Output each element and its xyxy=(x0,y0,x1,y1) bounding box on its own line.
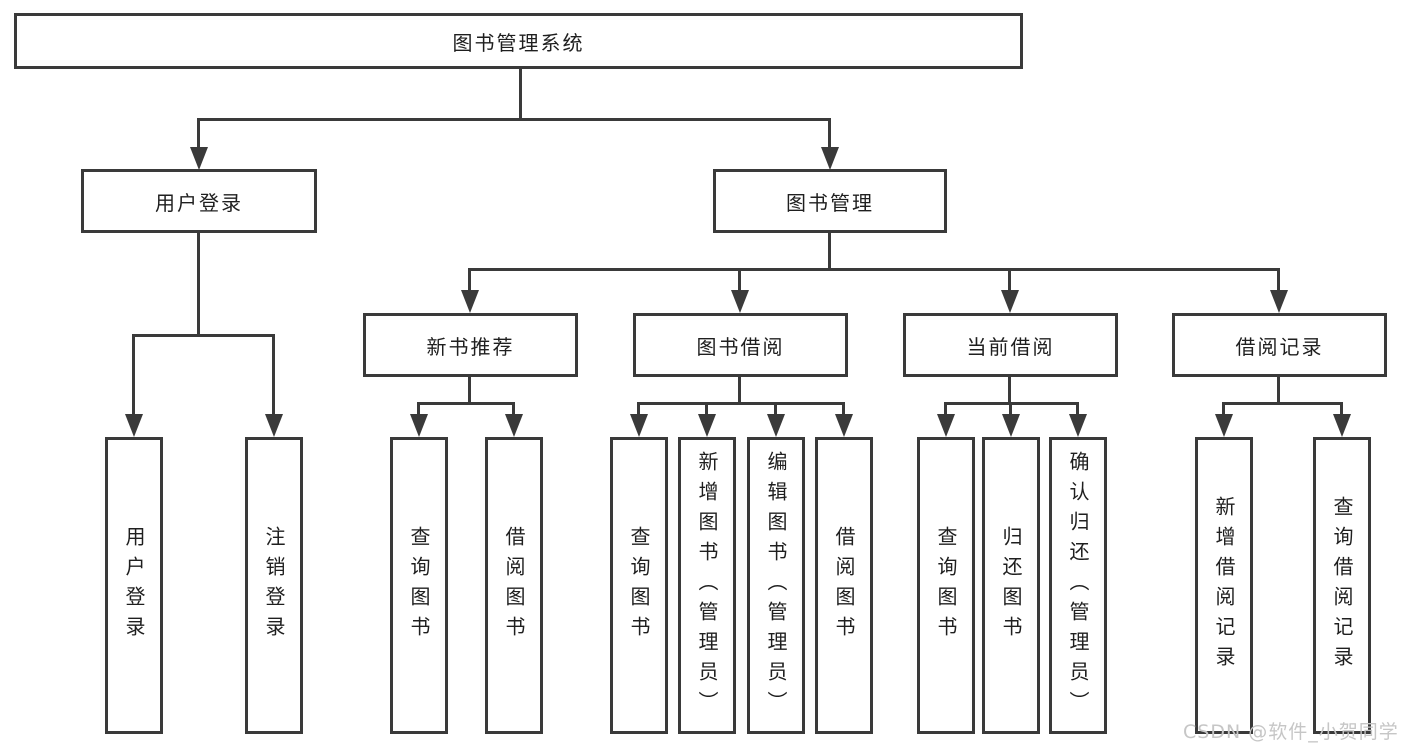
arrow-down-icon xyxy=(821,147,839,170)
arrow-down-icon xyxy=(410,414,428,437)
node-label: 新增图书（管理员） xyxy=(695,450,719,721)
connector-line xyxy=(1009,402,1012,417)
node-label: 查询图书 xyxy=(627,525,651,646)
connector-line xyxy=(828,233,831,271)
connector-line xyxy=(512,402,515,417)
arrow-down-icon xyxy=(1215,414,1233,437)
arrow-down-icon xyxy=(937,414,955,437)
node-label: 借阅记录 xyxy=(1235,334,1324,359)
node-label: 用户登录 xyxy=(122,525,146,646)
arrow-down-icon xyxy=(190,147,208,170)
arrow-down-icon xyxy=(1001,290,1019,313)
node-label: 归还图书 xyxy=(999,525,1023,646)
node-label: 新书推荐 xyxy=(426,334,515,359)
connector-line xyxy=(1277,377,1280,405)
node-label: 借阅图书 xyxy=(832,525,856,646)
node-label: 查询图书 xyxy=(934,525,958,646)
connector-line xyxy=(738,377,741,405)
leaf-borrow-books-nb: 借阅图书 xyxy=(485,437,543,734)
leaf-confirm-return-admin: 确认归还（管理员） xyxy=(1049,437,1107,734)
connector-line xyxy=(132,334,135,418)
node-label: 图书管理系统 xyxy=(452,30,585,55)
node-label: 编辑图书（管理员） xyxy=(764,450,788,721)
arrow-down-icon xyxy=(698,414,716,437)
connector-line xyxy=(637,402,845,405)
connector-line xyxy=(197,233,200,337)
connector-line xyxy=(1076,402,1079,417)
node-label: 图书管理 xyxy=(786,190,874,215)
leaf-edit-books-admin: 编辑图书（管理员） xyxy=(747,437,805,734)
leaf-user-login: 用户登录 xyxy=(105,437,163,734)
node-new-book-recommend: 新书推荐 xyxy=(363,313,578,377)
leaf-add-borrow-record: 新增借阅记录 xyxy=(1195,437,1253,734)
node-user-login: 用户登录 xyxy=(81,169,317,233)
node-book-management: 图书管理 xyxy=(713,169,947,233)
connector-line xyxy=(197,118,200,152)
leaf-query-books-nb: 查询图书 xyxy=(390,437,448,734)
node-label: 新增借阅记录 xyxy=(1212,495,1236,676)
node-label: 注销登录 xyxy=(262,525,286,646)
connector-line xyxy=(1008,268,1011,294)
connector-line xyxy=(705,402,708,417)
arrow-down-icon xyxy=(731,290,749,313)
node-label: 当前借阅 xyxy=(966,334,1055,359)
arrow-down-icon xyxy=(767,414,785,437)
node-label: 确认归还（管理员） xyxy=(1066,450,1090,721)
node-label: 用户登录 xyxy=(155,190,243,215)
arrow-down-icon xyxy=(125,414,143,437)
connector-line xyxy=(828,118,831,152)
arrow-down-icon xyxy=(1333,414,1351,437)
node-label: 图书借阅 xyxy=(696,334,785,359)
node-borrow-records: 借阅记录 xyxy=(1172,313,1387,377)
arrow-down-icon xyxy=(835,414,853,437)
connector-line xyxy=(417,402,420,417)
connector-line xyxy=(944,402,947,417)
connector-line xyxy=(774,402,777,417)
node-current-borrow: 当前借阅 xyxy=(903,313,1118,377)
connector-line xyxy=(468,268,1280,271)
connector-line xyxy=(637,402,640,417)
connector-line xyxy=(842,402,845,417)
leaf-logout: 注销登录 xyxy=(245,437,303,734)
node-root: 图书管理系统 xyxy=(14,13,1023,69)
arrow-down-icon xyxy=(461,290,479,313)
arrow-down-icon xyxy=(1270,290,1288,313)
connector-line xyxy=(1222,402,1343,405)
connector-line xyxy=(417,402,515,405)
connector-line xyxy=(1340,402,1343,417)
connector-line xyxy=(738,268,741,294)
connector-line xyxy=(1277,268,1280,294)
arrow-down-icon xyxy=(1002,414,1020,437)
connector-line xyxy=(468,377,471,405)
arrow-down-icon xyxy=(1069,414,1087,437)
watermark: CSDN @软件_小贺同学 xyxy=(1183,721,1399,743)
node-label: 查询借阅记录 xyxy=(1330,495,1354,676)
connector-line xyxy=(1222,402,1225,417)
connector-line xyxy=(519,68,522,121)
leaf-borrow-books-bb: 借阅图书 xyxy=(815,437,873,734)
connector-line xyxy=(468,268,471,294)
leaf-add-books-admin: 新增图书（管理员） xyxy=(678,437,736,734)
arrow-down-icon xyxy=(505,414,523,437)
connector-line xyxy=(197,118,831,121)
leaf-query-borrow-record: 查询借阅记录 xyxy=(1313,437,1371,734)
leaf-query-books-cb: 查询图书 xyxy=(917,437,975,734)
leaf-query-books-bb: 查询图书 xyxy=(610,437,668,734)
node-label: 借阅图书 xyxy=(502,525,526,646)
arrow-down-icon xyxy=(265,414,283,437)
leaf-return-books: 归还图书 xyxy=(982,437,1040,734)
node-book-borrow: 图书借阅 xyxy=(633,313,848,377)
arrow-down-icon xyxy=(630,414,648,437)
connector-line xyxy=(272,334,275,418)
connector-line xyxy=(132,334,275,337)
connector-line xyxy=(1008,377,1011,405)
node-label: 查询图书 xyxy=(407,525,431,646)
